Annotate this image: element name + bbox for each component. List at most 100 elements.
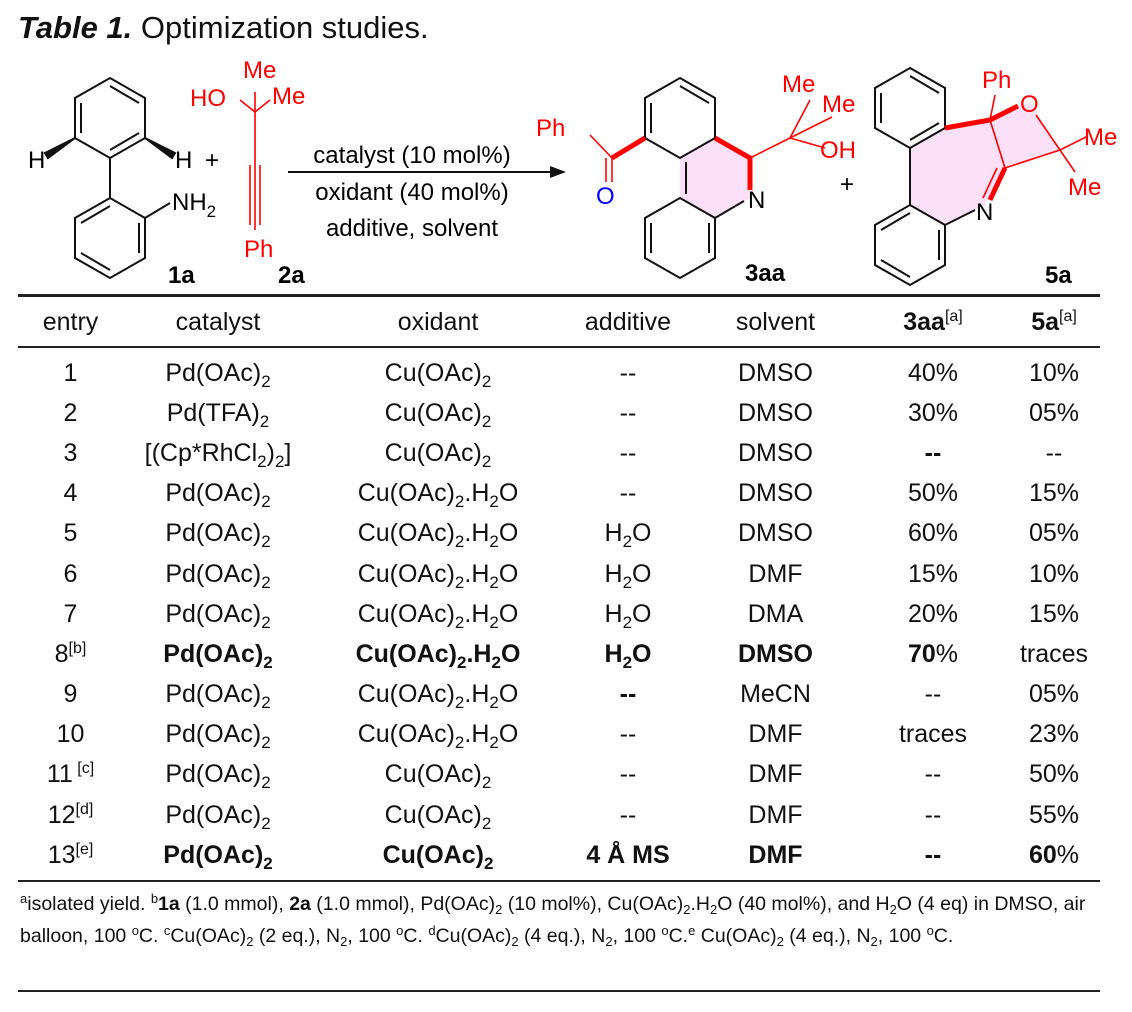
cell-entry: 13[e] [18,835,123,875]
cell-solvent: DMSO [693,393,858,433]
text-run: catalyst [175,308,261,336]
cell-oxidant: Cu(OAc)2 [313,755,563,795]
cell-catalyst: Pd(OAc)2 [123,554,313,594]
supscript: o [926,923,934,938]
label-ph: Ph [536,115,565,142]
text-run: 40% [907,358,959,387]
text-run: DMSO [738,438,813,467]
table-footnotes: aisolated yield. b1a (1.0 mmol), 2a (1.0… [20,888,1110,952]
subscript: 2 [261,572,271,592]
label-h-left: H [28,147,45,174]
label-me: Me [243,57,276,84]
cell-catalyst: Pd(OAc)2 [123,353,313,393]
cell-entry: 6 [18,554,123,594]
text-run: Pd(OAc) [165,599,262,628]
cell-entry: 3 [18,433,123,473]
text-run: -- [924,840,942,869]
label-oh: OH [820,137,856,164]
text-run: DMF [748,559,803,588]
cell-solvent: DMSO [693,474,858,514]
subscript: 2 [491,652,501,672]
reaction-arrow [550,166,566,178]
cell-yield-3aa: -- [858,755,1008,795]
text-run: , 100 [347,925,397,947]
text-run: DMA [747,599,804,628]
cell-additive: H2O [563,594,693,634]
subscript: 2 [246,934,254,949]
cell-solvent: MeCN [693,675,858,715]
text-run: Pd(OAc) [165,800,262,829]
text-run: 10% [1028,559,1080,588]
text-run: 3 [63,438,78,467]
text-run: DMSO [738,398,813,427]
text-run: 15% [1028,479,1080,508]
subscript: 2 [489,612,499,632]
text-run: 15% [1028,599,1080,628]
label-me: Me [822,91,855,118]
subscript: 2 [776,934,784,949]
cell-yield-5a: -- [1008,433,1100,473]
text-run: Cu(OAc) [435,925,512,947]
supscript: o [396,923,404,938]
text-run: % [1056,840,1080,869]
cell-yield-3aa: -- [858,433,1008,473]
text-run: traces [898,720,968,749]
header-rule [18,346,1100,348]
text-run: -- [619,438,637,467]
text-run: O [632,639,652,668]
text-run: -- [619,358,637,387]
text-run: additive [584,308,672,336]
table-label: Table 1. [18,10,133,45]
column-header-catalyst: catalyst [123,300,313,345]
text-run: Cu(OAc) [357,479,455,508]
cell-catalyst: Pd(OAc)2 [123,634,313,674]
cell-yield-3aa: 20% [858,594,1008,634]
supscript: [c] [72,760,95,778]
text-run: 5a [1031,308,1059,336]
supscript: e [688,923,696,938]
cell-solvent: DMSO [693,514,858,554]
cell-yield-3aa: 70% [858,634,1008,674]
subscript: 2 [481,451,492,471]
column-header-yield-3aa: 3aa[a] [858,300,1008,345]
text-run: , 100 [877,925,927,947]
subscript: 2 [622,532,633,552]
text-run: 20% [907,599,959,628]
plus-sign: + [205,147,219,174]
text-run: -- [619,680,637,709]
cell-solvent: DMF [693,715,858,755]
text-run: Cu(OAc) [384,358,482,387]
subscript: 2 [454,733,465,753]
cell-catalyst: Pd(TFA)2 [123,393,313,433]
cell-catalyst: Pd(OAc)2 [123,514,313,554]
text-run: -- [619,760,637,789]
supscript: o [131,923,139,938]
label-n: N [976,199,993,226]
text-run: Pd(OAc) [165,479,262,508]
cell-yield-3aa: 15% [858,554,1008,594]
cell-catalyst: Pd(OAc)2 [123,795,313,835]
text-run: O [632,559,652,588]
cell-additive: -- [563,795,693,835]
footnote-bottom-rule [18,990,1100,992]
text-run: H [604,599,623,628]
text-run: Cu(OAc) [357,599,455,628]
cell-entry: 4 [18,474,123,514]
text-run: Cu(OAc) [170,925,247,947]
text-run: -- [619,479,637,508]
text-run: -- [924,800,942,829]
cell-catalyst: Pd(OAc)2 [123,715,313,755]
text-run: 10 [56,720,85,749]
text-run: Cu(OAc) [355,639,457,668]
cell-yield-5a: 05% [1008,675,1100,715]
cell-yield-5a: 05% [1008,514,1100,554]
cell-oxidant: Cu(OAc)2.H2O [313,715,563,755]
cell-oxidant: Cu(OAc)2.H2O [313,514,563,554]
cell-catalyst: Pd(OAc)2 [123,835,313,875]
subscript: 2 [259,411,270,431]
text-run: Pd(OAc) [165,559,262,588]
subscript: 2 [481,411,492,431]
supscript: [b] [68,639,87,657]
column-header-yield-5a: 5a[a] [1008,300,1100,345]
